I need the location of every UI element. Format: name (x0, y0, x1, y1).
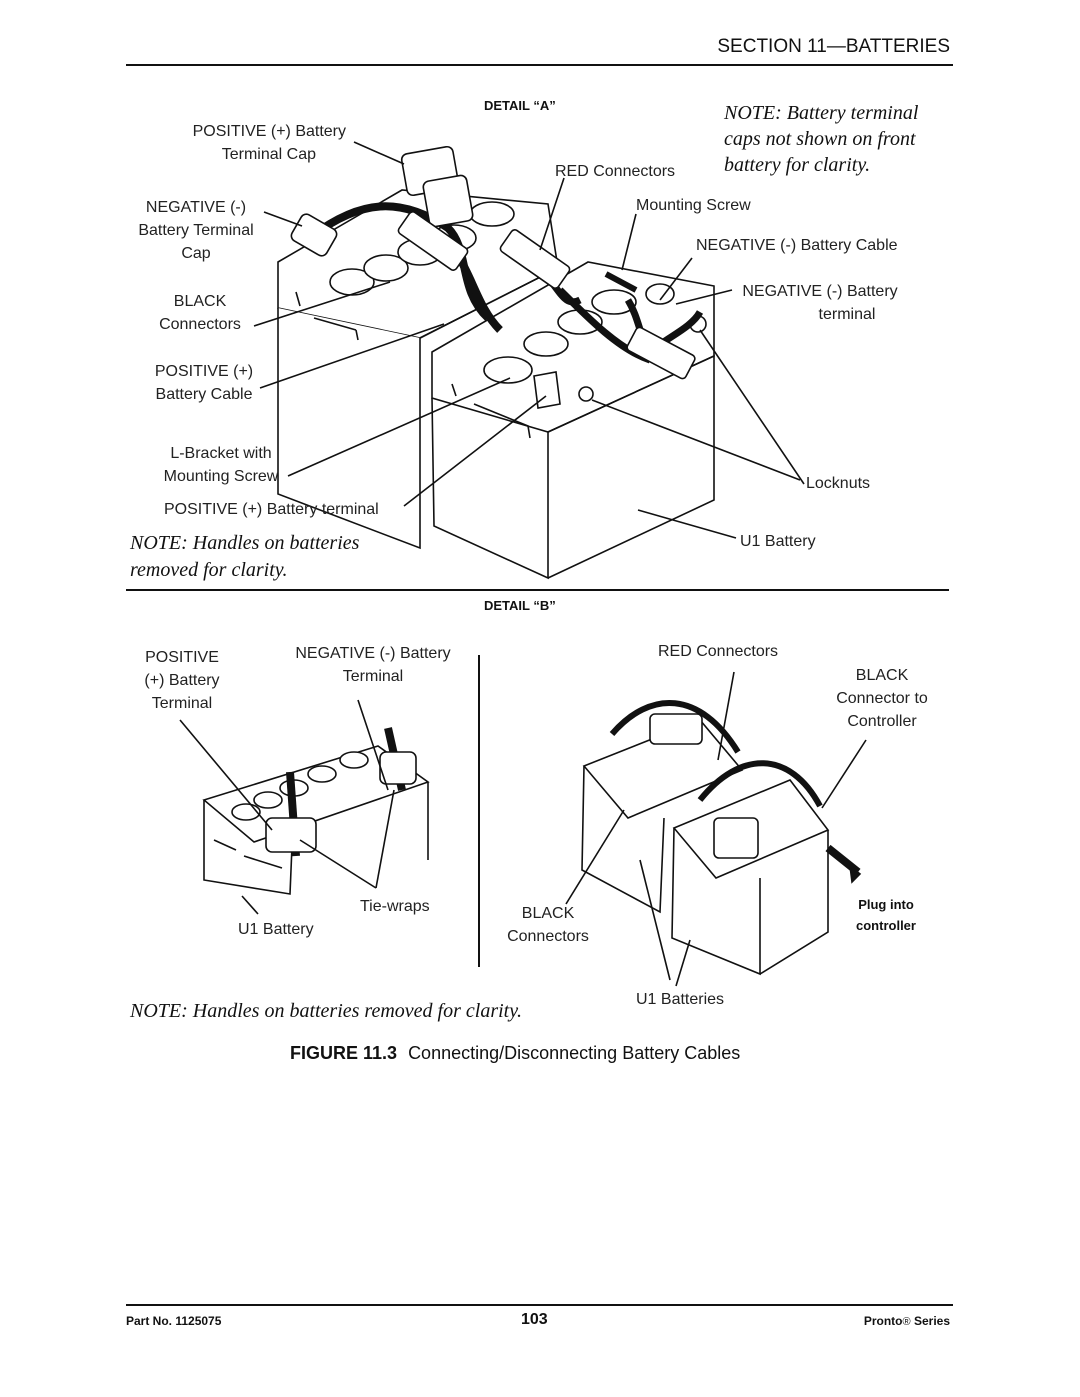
detail-b-divider (478, 655, 480, 967)
label-b-positive-terminal: POSITIVE (+) Battery Terminal (132, 646, 232, 715)
label-locknuts: Locknuts (806, 475, 871, 492)
label-line: Terminal (342, 668, 404, 685)
label-line: Controller (847, 713, 917, 730)
label-black-connector-controller: BLACK Connector to Controller (824, 664, 940, 733)
label-line: NEGATIVE (-) Battery (295, 645, 451, 662)
detail-b-right-leader-lines (565, 671, 867, 987)
figure-title: Connecting/Disconnecting Battery Cables (408, 1043, 741, 1063)
label-black-connectors: BLACK Connectors (148, 290, 252, 336)
label-mounting-screw: Mounting Screw (636, 197, 751, 214)
figure-number: FIGURE 11.3 (290, 1043, 398, 1063)
label-line: Battery Terminal (138, 222, 254, 239)
footer-page-number: 103 (521, 1311, 548, 1328)
series-suffix: Series (913, 1314, 950, 1328)
label-u1-battery-a: U1 Battery (740, 533, 816, 550)
label-line: Terminal (151, 695, 213, 712)
label-line: POSITIVE (145, 649, 219, 666)
label-u1-batteries: U1 Batteries (636, 991, 725, 1008)
header-rule (126, 64, 953, 66)
label-line: NEGATIVE (-) Battery (742, 283, 898, 300)
label-line: BLACK (173, 293, 227, 310)
label-line: Plug into (858, 897, 914, 912)
label-positive-terminal-cap: POSITIVE (+) Battery Terminal Cap (193, 120, 346, 166)
section-title: SECTION 11—BATTERIES (717, 36, 950, 57)
note-handles-b: NOTE: Handles on batteries removed for c… (130, 1000, 522, 1022)
note-line: NOTE: Battery terminal (724, 102, 919, 124)
label-plug-into-controller: Plug into controller (836, 894, 936, 936)
label-line: Battery Cable (155, 386, 253, 403)
label-line: Connectors (507, 928, 589, 945)
label-line: Connector to (836, 690, 928, 707)
detail-a-cables (290, 145, 704, 380)
label-line: Terminal Cap (221, 146, 316, 163)
note-line: caps not shown on front (724, 128, 916, 150)
label-line: L-Bracket with (170, 445, 272, 462)
label-negative-battery-cable: NEGATIVE (-) Battery Cable (696, 237, 898, 254)
label-black-connectors-b: BLACK Connectors (498, 902, 598, 948)
footer-rule (126, 1304, 953, 1306)
detail-a-heading: DETAIL “A” (484, 98, 556, 113)
figure-caption: FIGURE 11.3 Connecting/Disconnecting Bat… (290, 1043, 740, 1064)
note-line: NOTE: Handles on batteries (130, 532, 360, 554)
label-line: Connectors (159, 316, 241, 333)
detail-a-rear-battery (277, 189, 559, 550)
detail-b-heading: DETAIL “B” (484, 598, 556, 613)
label-l-bracket: L-Bracket with Mounting Screw (154, 442, 288, 488)
registered-mark: ® (902, 1316, 911, 1328)
series-name: Pronto (863, 1314, 903, 1328)
note-handles-a: NOTE: Handles on batteries removed for c… (130, 530, 359, 584)
label-line: BLACK (521, 905, 575, 922)
label-negative-battery-terminal: NEGATIVE (-) Battery terminal (734, 280, 906, 326)
label-line: NEGATIVE (-) (145, 199, 247, 216)
footer-series: Pronto® Series (864, 1314, 950, 1328)
detail-b-single-battery (202, 727, 430, 895)
label-line: (+) Battery (144, 672, 220, 689)
footer-part-number: Part No. 1125075 (126, 1314, 222, 1328)
label-line: controller (856, 918, 916, 933)
label-tie-wraps: Tie-wraps (360, 898, 430, 915)
label-line: Cap (181, 245, 211, 262)
label-line: POSITIVE (+) (154, 363, 254, 380)
label-line: POSITIVE (+) Battery (192, 123, 346, 140)
label-line: Mounting Screw (163, 468, 279, 485)
label-red-connectors-b: RED Connectors (658, 643, 779, 660)
detail-b-paired-batteries (581, 700, 862, 976)
detail-b-leader-lines (179, 699, 395, 915)
detail-divider-rule (126, 589, 949, 591)
label-line: terminal (818, 306, 876, 323)
detail-a-leader-lines (253, 141, 805, 539)
note-line: removed for clarity. (130, 559, 288, 581)
label-negative-terminal-cap: NEGATIVE (-) Battery Terminal Cap (130, 196, 262, 265)
label-positive-battery-terminal: POSITIVE (+) Battery terminal (164, 501, 379, 518)
note-battery-caps: NOTE: Battery terminal caps not shown on… (724, 100, 918, 178)
label-b-negative-terminal: NEGATIVE (-) Battery Terminal (286, 642, 460, 688)
label-line: BLACK (855, 667, 909, 684)
note-line: battery for clarity. (724, 154, 871, 176)
label-positive-battery-cable: POSITIVE (+) Battery Cable (148, 360, 260, 406)
label-red-connectors-a: RED Connectors (555, 163, 676, 180)
detail-a-front-battery (431, 261, 715, 580)
label-u1-battery-b: U1 Battery (238, 921, 314, 938)
